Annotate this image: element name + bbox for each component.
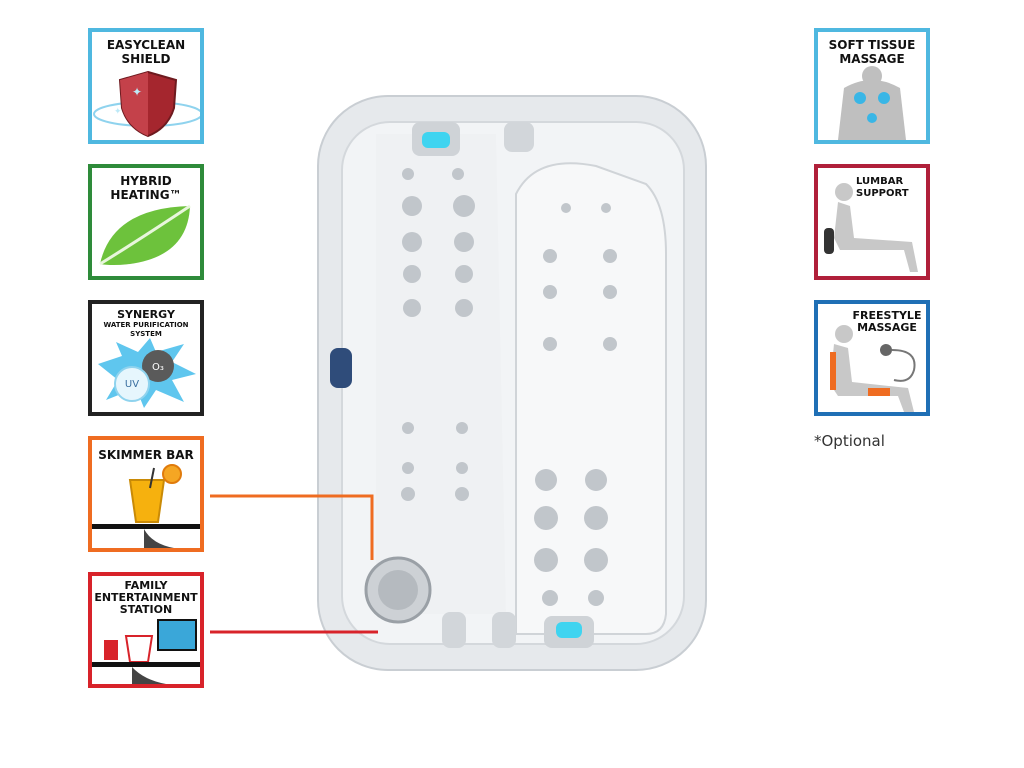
badge-title-line: SOFT TISSUE <box>828 38 916 52</box>
badge-title-line: EASYCLEAN <box>106 38 186 52</box>
uv-light-icon <box>114 366 150 402</box>
back-muscle-icon <box>838 66 906 140</box>
badge-title-line: SYNERGY <box>117 308 175 321</box>
hot-tub-illustration <box>317 95 707 671</box>
handheld-jet-icon <box>830 325 916 412</box>
ozone-molecule-icon <box>142 350 174 382</box>
badge-title-line: FREESTYLE <box>852 309 922 322</box>
badge-title-line: SHIELD <box>121 52 171 66</box>
drink-tray-icon <box>92 464 200 548</box>
svg-text:✦: ✦ <box>114 107 122 117</box>
badge-title-line: HEATING™ <box>110 188 182 202</box>
svg-text:✦: ✦ <box>132 85 142 99</box>
badge-subtitle-line: WATER PURIFICATION <box>103 321 189 329</box>
synergy-purification-badge: SYNERGY WATER PURIFICATION SYSTEM O₃ UV <box>88 300 204 416</box>
freestyle-massage-badge: FREESTYLE MASSAGE <box>814 300 930 416</box>
seated-person-icon <box>824 183 918 272</box>
badge-title-line: SKIMMER BAR <box>98 448 194 462</box>
badge-title-line: FAMILY <box>124 579 168 592</box>
badge-title-line: MASSAGE <box>839 52 905 66</box>
badge-title-line: ENTERTAINMENT <box>94 591 198 604</box>
optional-note: *Optional <box>814 432 885 450</box>
family-entertainment-badge: FAMILY ENTERTAINMENT STATION <box>88 572 204 688</box>
skimmer-bar-badge: SKIMMER BAR <box>88 436 204 552</box>
hybrid-heating-badge: HYBRID HEATING™ <box>88 164 204 280</box>
uv-label: UV <box>124 379 140 390</box>
badge-title-line: HYBRID <box>120 174 172 188</box>
entertainment-tray-icon <box>92 619 200 684</box>
leaf-icon <box>99 204 191 266</box>
soft-tissue-massage-badge: SOFT TISSUE MASSAGE <box>814 28 930 144</box>
ozone-label: O₃ <box>152 362 164 373</box>
badge-title-line: SUPPORT <box>856 188 909 199</box>
badge-subtitle-line: SYSTEM <box>130 330 162 338</box>
easyclean-shield-badge: EASYCLEAN SHIELD ✦ ✦ <box>88 28 204 144</box>
lumbar-support-badge: LUMBAR SUPPORT <box>814 164 930 280</box>
badge-title-line: STATION <box>119 603 173 616</box>
badge-title-line: LUMBAR <box>856 176 904 187</box>
shield-icon: ✦ ✦ <box>93 70 200 138</box>
badge-title-line: MASSAGE <box>857 321 917 334</box>
